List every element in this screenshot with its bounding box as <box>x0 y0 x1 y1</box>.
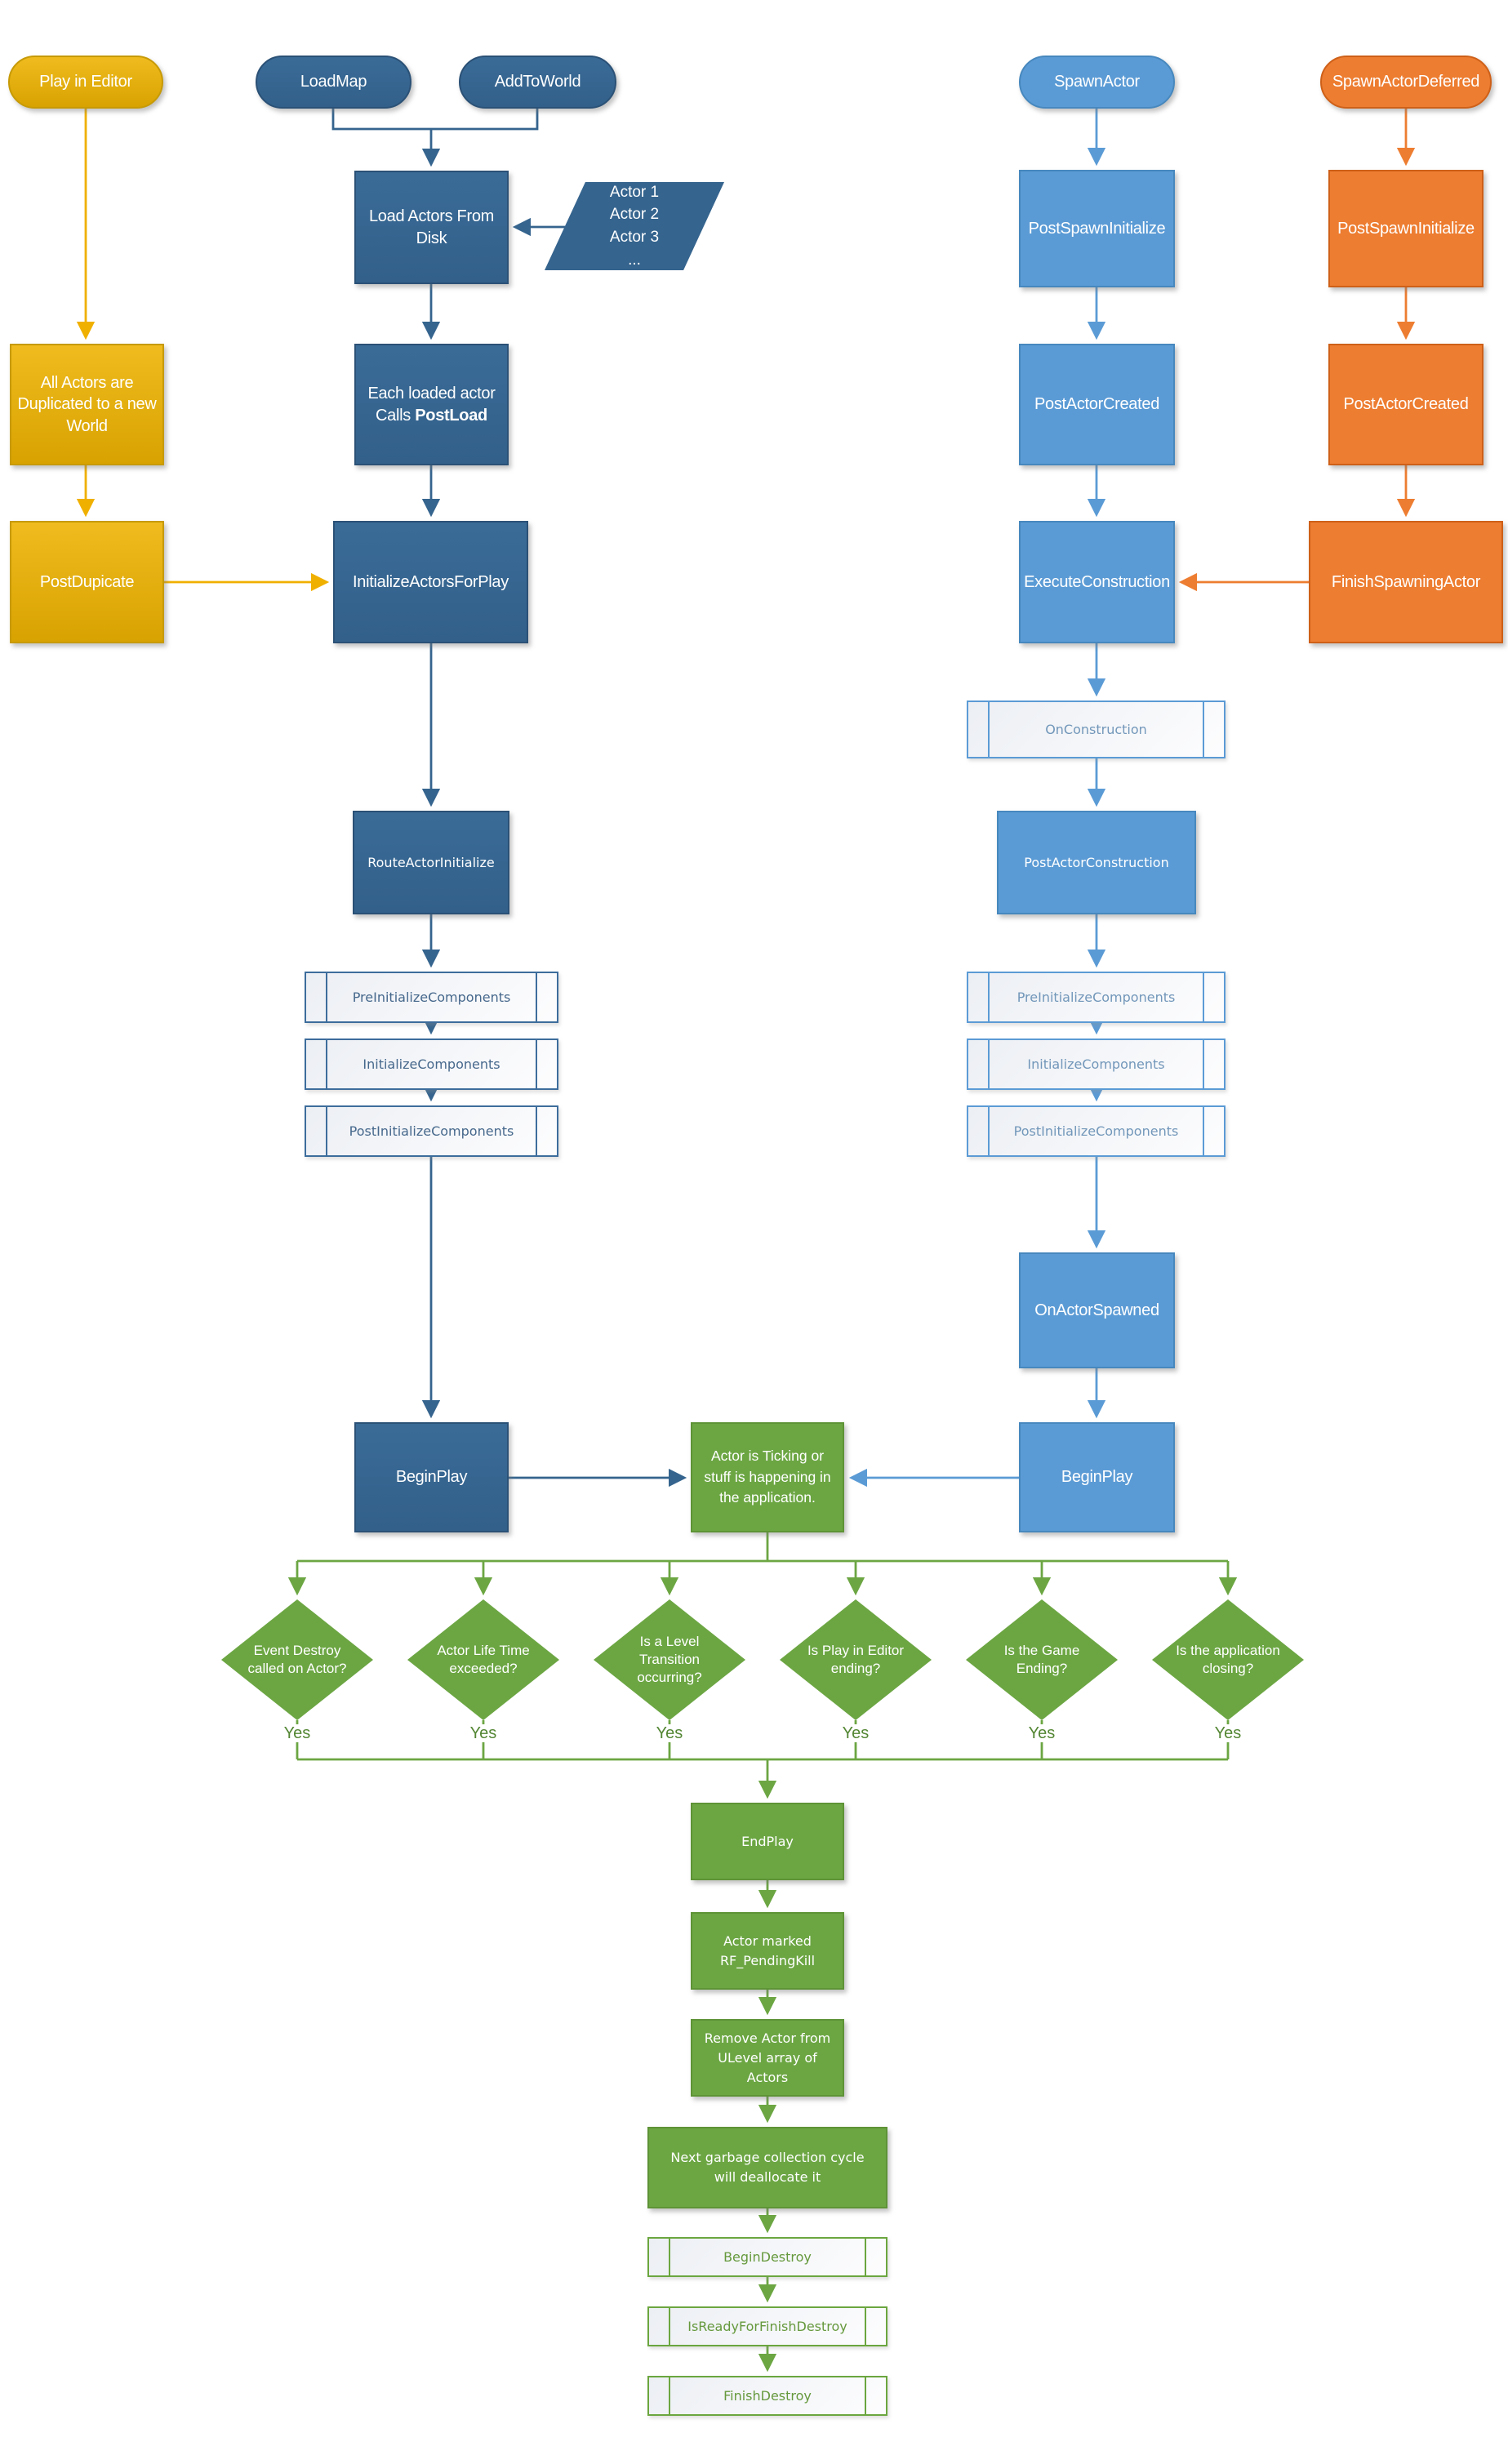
node-initialize-actors-for-play: InitializeActorsForPlay <box>333 521 528 643</box>
node-postdupicate: PostDupicate <box>10 521 164 643</box>
node-all-actors-duplicated: All Actors are Duplicated to a new World <box>10 344 164 465</box>
node-pre-initialize-components-left: PreInitializeComponents <box>305 972 558 1023</box>
node-play-in-editor: Play in Editor <box>8 56 163 109</box>
node-finishdestroy: FinishDestroy <box>647 2376 887 2416</box>
yes-label-5: Yes <box>1019 1724 1065 1742</box>
node-initialize-components-right: InitializeComponents <box>967 1039 1226 1090</box>
node-beginplay-left: BeginPlay <box>354 1422 509 1532</box>
node-actor-marked-pendingkill: Actor marked RF_PendingKill <box>691 1912 844 1990</box>
node-initialize-components-left: InitializeComponents <box>305 1039 558 1090</box>
node-postspawninitialize-orange: PostSpawnInitialize <box>1328 170 1484 287</box>
node-onconstruction: OnConstruction <box>967 701 1226 758</box>
yes-label-4: Yes <box>833 1724 879 1742</box>
node-beginplay-right: BeginPlay <box>1019 1422 1175 1532</box>
node-endplay: EndPlay <box>691 1803 844 1880</box>
node-spawnactordeferred: SpawnActorDeferred <box>1320 56 1492 109</box>
node-actor-is-ticking: Actor is Ticking or stuff is happening i… <box>691 1422 844 1532</box>
node-postactorcreated-orange: PostActorCreated <box>1328 344 1484 465</box>
node-each-loaded-actor-postload: Each loaded actor Calls PostLoad <box>354 344 509 465</box>
node-remove-actor-from-ulevel: Remove Actor from ULevel array of Actors <box>691 2019 844 2097</box>
node-finishspawningactor: FinishSpawningActor <box>1309 521 1503 643</box>
node-addtoworld: AddToWorld <box>459 56 616 109</box>
node-garbage-collection: Next garbage collection cycle will deall… <box>647 2127 887 2208</box>
node-post-initialize-components-left: PostInitializeComponents <box>305 1105 558 1157</box>
node-postactorconstruction: PostActorConstruction <box>997 811 1196 914</box>
node-onactorspawned: OnActorSpawned <box>1019 1252 1175 1368</box>
node-executeconstruction: ExecuteConstruction <box>1019 521 1175 643</box>
node-postactorcreated-blue: PostActorCreated <box>1019 344 1175 465</box>
node-begindestroy: BeginDestroy <box>647 2237 887 2277</box>
node-route-actor-initialize: RouteActorInitialize <box>353 811 509 914</box>
yes-label-2: Yes <box>460 1724 506 1742</box>
node-post-initialize-components-right: PostInitializeComponents <box>967 1105 1226 1157</box>
node-postspawninitialize-blue: PostSpawnInitialize <box>1019 170 1175 287</box>
node-load-actors-from-disk: Load Actors From Disk <box>354 171 509 284</box>
yes-label-6: Yes <box>1205 1724 1251 1742</box>
node-loadmap: LoadMap <box>256 56 411 109</box>
node-isreadyforfinishdestroy: IsReadyForFinishDestroy <box>647 2306 887 2346</box>
node-pre-initialize-components-right: PreInitializeComponents <box>967 972 1226 1023</box>
node-spawnactor: SpawnActor <box>1019 56 1175 109</box>
yes-label-1: Yes <box>274 1724 320 1742</box>
yes-label-3: Yes <box>647 1724 692 1742</box>
